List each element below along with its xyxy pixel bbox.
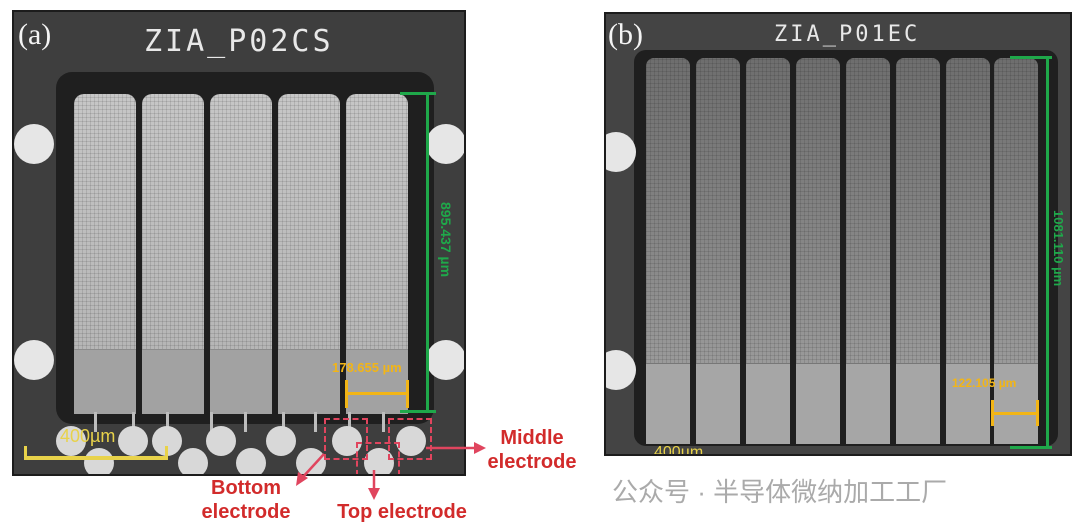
bond-pad bbox=[84, 448, 114, 474]
wire-trace bbox=[210, 412, 213, 432]
scale-bar-tick bbox=[24, 446, 27, 460]
panel-a-image: (a) ZIA_P02CS 895.437 µm 178.655 µm 400µ… bbox=[12, 10, 466, 476]
height-dimension-tick bbox=[400, 92, 436, 95]
height-dimension-label: 895.437 µm bbox=[438, 202, 454, 278]
bond-pad bbox=[178, 448, 208, 474]
top-electrode-box bbox=[356, 442, 400, 474]
width-dimension-label: 122.105 µm bbox=[952, 376, 1017, 390]
panel-b-title: ZIA_P01EC bbox=[774, 22, 921, 47]
height-dimension-line bbox=[426, 94, 429, 412]
wire-trace bbox=[348, 412, 351, 432]
height-dimension-tick bbox=[1010, 56, 1052, 59]
electrode-finger bbox=[278, 94, 340, 414]
electrode-finger bbox=[210, 94, 272, 414]
wire-trace bbox=[244, 412, 247, 432]
electrode-finger bbox=[994, 58, 1038, 444]
bond-pad bbox=[296, 448, 326, 474]
electrode-finger bbox=[946, 58, 990, 444]
scale-bar-tick bbox=[165, 446, 168, 460]
bottom-electrode-label: Bottom electrode bbox=[201, 477, 291, 523]
bond-pad bbox=[118, 426, 148, 456]
width-dimension-label: 178.655 µm bbox=[332, 360, 402, 375]
height-dimension-tick bbox=[400, 410, 436, 413]
electrode-finger bbox=[746, 58, 790, 444]
electrode-finger bbox=[796, 58, 840, 444]
panel-b-label: (b) bbox=[608, 18, 643, 51]
wire-trace bbox=[132, 412, 135, 432]
corner-pad bbox=[426, 340, 464, 380]
panel-a-title: ZIA_P02CS bbox=[144, 24, 334, 59]
bond-pad bbox=[56, 426, 86, 456]
wire-trace bbox=[166, 412, 169, 432]
bond-pad bbox=[236, 448, 266, 474]
middle-electrode-box bbox=[388, 418, 432, 460]
scale-bar bbox=[24, 456, 168, 460]
height-dimension-line bbox=[1046, 58, 1049, 448]
scale-bar-label: 400µm bbox=[60, 426, 116, 446]
electrode-finger bbox=[846, 58, 890, 444]
top-electrode-label: Top electrode bbox=[337, 501, 467, 523]
bond-pad bbox=[206, 426, 236, 456]
bond-pad bbox=[396, 426, 426, 456]
wire-trace bbox=[94, 412, 97, 432]
electrode-finger bbox=[346, 94, 408, 414]
width-dimension-tick bbox=[406, 380, 409, 408]
bottom-electrode-box bbox=[324, 418, 368, 460]
height-dimension-tick bbox=[1010, 446, 1052, 449]
width-dimension-tick bbox=[345, 380, 348, 408]
wire-trace bbox=[282, 412, 285, 432]
panel-b-image: (b) ZIA_P01EC 1081.110 µm 122.105 µm 400… bbox=[604, 12, 1072, 456]
wire-trace bbox=[382, 412, 385, 432]
width-dimension-line bbox=[346, 392, 408, 395]
corner-pad bbox=[14, 124, 54, 164]
width-dimension-tick bbox=[991, 400, 994, 426]
electrode-finger bbox=[142, 94, 204, 414]
electrode-finger bbox=[74, 94, 136, 414]
bond-pad bbox=[266, 426, 296, 456]
panel-a-label: (a) bbox=[18, 18, 52, 51]
electrode-finger bbox=[646, 58, 690, 444]
watermark-text: 公众号 · 半导体微纳加工工厂 bbox=[612, 477, 948, 507]
electrode-finger bbox=[896, 58, 940, 444]
electrode-finger bbox=[696, 58, 740, 444]
width-dimension-line bbox=[992, 412, 1038, 415]
corner-pad bbox=[606, 350, 636, 390]
scale-bar-label: 400µm bbox=[654, 444, 704, 456]
height-dimension-label: 1081.110 µm bbox=[1051, 210, 1066, 287]
corner-pad bbox=[606, 132, 636, 172]
corner-pad bbox=[14, 340, 54, 380]
middle-electrode-label: Middle electrode bbox=[487, 427, 577, 473]
width-dimension-tick bbox=[1036, 400, 1039, 426]
corner-pad bbox=[426, 124, 464, 164]
wire-trace bbox=[314, 412, 317, 432]
